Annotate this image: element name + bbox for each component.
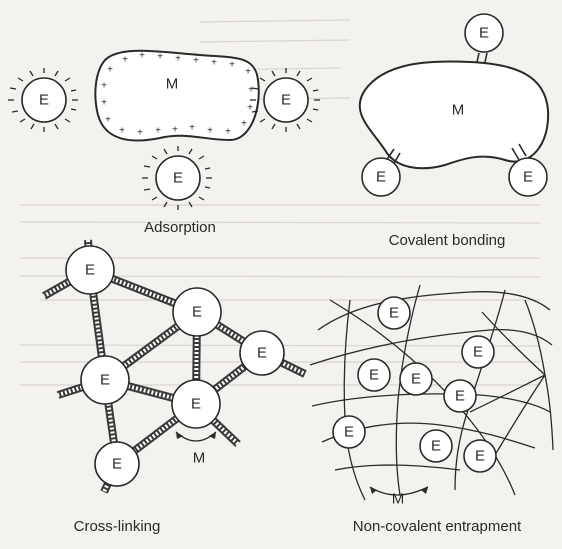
entrapment-matrix-pointer: M [369,486,429,508]
svg-text:+: + [193,56,199,67]
crosslinked-enzyme: E [94,441,140,487]
svg-text:E: E [369,367,379,384]
matrix-charges: + + + + + + + + + + + + + + + + + + + + … [101,51,254,139]
svg-text:+: + [229,60,235,71]
svg-text:M: M [193,450,206,467]
entrapment-panel: E E E E E E E E [309,284,554,535]
svg-text:+: + [122,55,128,66]
crosslink-matrix-pointer: M [175,431,217,467]
adsorption-matrix-label: M [166,76,179,93]
crosslinking-caption: Cross-linking [74,518,161,535]
entrapped-enzyme: E [463,439,497,473]
adsorption-caption: Adsorption [144,219,216,236]
crosslinked-enzyme: E [171,379,221,429]
entrapment-caption: Non-covalent entrapment [353,518,522,535]
svg-text:+: + [101,81,107,92]
svg-text:+: + [107,65,113,76]
svg-text:E: E [85,262,95,279]
entrapped-enzyme: E [377,296,411,330]
polymer-fibers [309,284,554,501]
covalent-enzyme-right: E [508,143,548,197]
svg-text:E: E [100,372,110,389]
svg-text:E: E [344,424,354,441]
crosslinked-enzyme: E [65,245,115,295]
covalent-caption: Covalent bonding [389,232,506,249]
crosslinked-enzyme: E [172,287,222,337]
svg-text:+: + [189,123,195,134]
svg-text:+: + [101,98,107,109]
adsorbed-enzyme-right: E [250,68,320,132]
svg-text:E: E [473,344,483,361]
svg-text:+: + [157,52,163,63]
svg-text:E: E [475,448,485,465]
adsorbed-enzyme-left: E [8,68,78,132]
entrapped-enzyme: E [332,415,366,449]
adsorbed-enzyme-bottom: E [142,146,212,210]
crosslinked-enzyme: E [239,330,285,376]
svg-text:E: E [523,169,533,186]
svg-text:E: E [173,170,183,187]
svg-text:E: E [411,371,421,388]
adsorption-panel: M + + + + + + + + + + + + + + + + + + + … [8,49,320,236]
svg-text:+: + [211,58,217,69]
svg-text:E: E [455,388,465,405]
svg-text:+: + [119,126,125,137]
svg-text:M: M [392,491,405,508]
svg-text:E: E [192,304,202,321]
svg-text:+: + [247,103,253,114]
entrapped-enzyme: E [399,362,433,396]
negative-charges [8,68,78,132]
entrapped-enzyme: E [443,379,477,413]
svg-text:+: + [137,128,143,139]
svg-text:+: + [245,67,251,78]
svg-text:+: + [207,126,213,137]
svg-text:E: E [281,92,291,109]
adsorption-matrix [94,49,260,142]
covalent-matrix-label: M [452,102,465,119]
svg-text:+: + [155,126,161,137]
svg-text:E: E [431,438,441,455]
covalent-panel: M E E E Covalent bonding [358,13,550,249]
svg-text:+: + [248,85,254,96]
svg-text:+: + [139,51,145,62]
svg-text:E: E [191,396,201,413]
svg-text:+: + [175,54,181,65]
covalent-enzyme-top: E [464,13,504,63]
svg-text:E: E [479,25,489,42]
negative-charges [142,146,212,210]
svg-text:+: + [172,125,178,136]
svg-text:+: + [225,127,231,138]
svg-text:E: E [112,456,122,473]
entrapped-enzyme: E [357,358,391,392]
svg-text:E: E [39,92,49,109]
crosslinking-panel: E E E E E E M Cross-linking [42,239,307,535]
svg-text:E: E [389,305,399,322]
entrapped-enzyme: E [419,429,453,463]
covalent-enzyme-left: E [361,148,401,197]
svg-text:E: E [376,169,386,186]
svg-text:+: + [241,119,247,130]
svg-text:E: E [257,345,267,362]
svg-text:+: + [105,115,111,126]
crosslinked-enzyme: E [80,355,130,405]
negative-charges [250,68,320,132]
entrapped-enzyme: E [461,335,495,369]
